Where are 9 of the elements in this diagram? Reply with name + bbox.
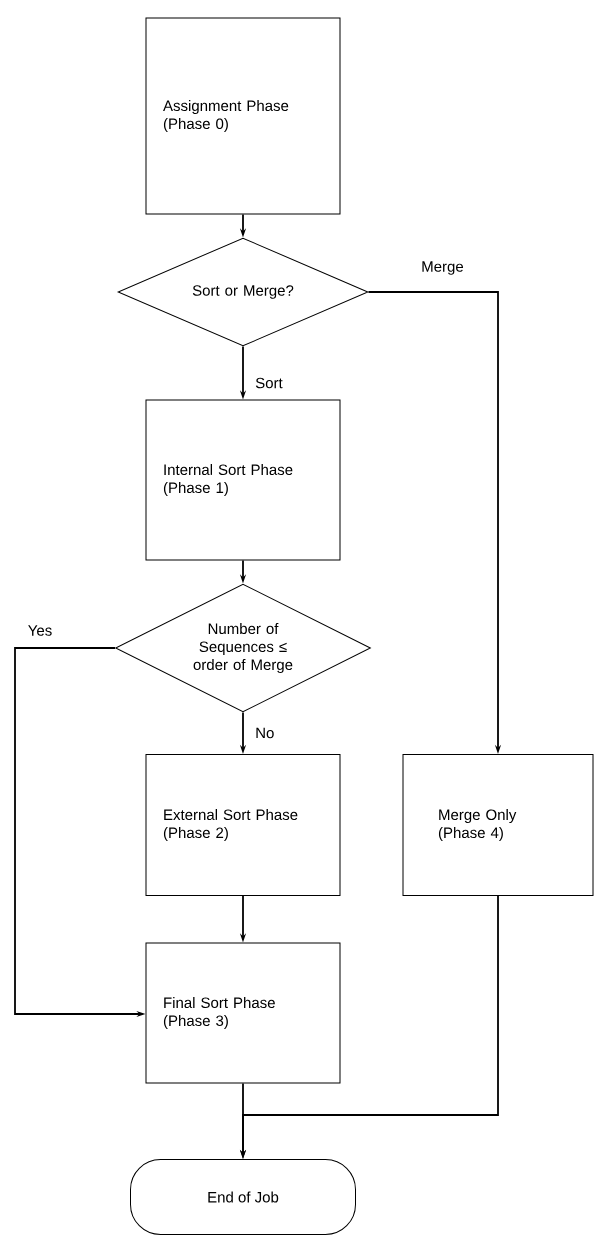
edge-label: Yes bbox=[26, 624, 54, 637]
process-box: Internal Sort Phase (Phase 1) bbox=[145, 399, 341, 561]
process-box: Merge Only (Phase 4) bbox=[402, 754, 594, 896]
edge-label: Merge bbox=[420, 260, 465, 276]
edge-label: Sort bbox=[254, 376, 284, 390]
process-box: Final Sort Phase (Phase 3) bbox=[145, 942, 341, 1084]
process-box: Assignment Phase (Phase 0) bbox=[145, 17, 341, 215]
edge-label: No bbox=[254, 726, 276, 740]
process-box: External Sort Phase (Phase 2) bbox=[145, 754, 341, 896]
